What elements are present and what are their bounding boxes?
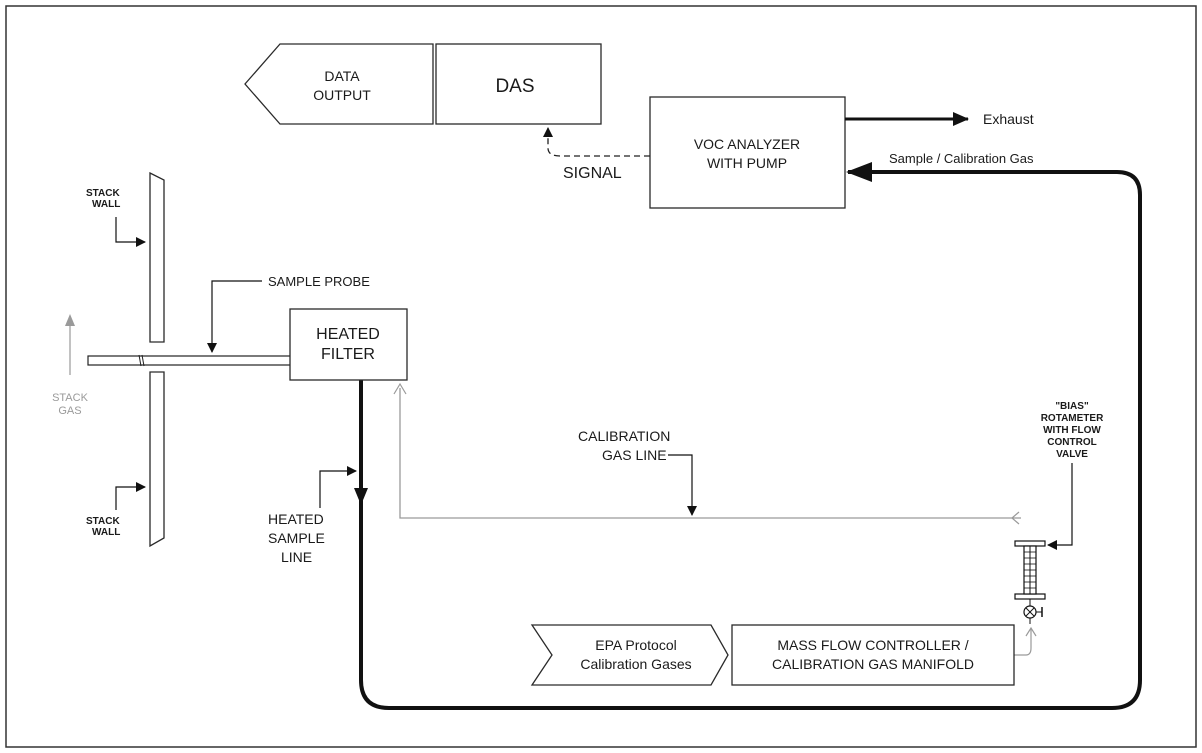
bias-rotameter-label-line2: ROTAMETER — [1041, 413, 1104, 424]
bias-rotameter-label-line4: CONTROL — [1047, 437, 1096, 448]
calibration-line-manifold-connector — [1014, 628, 1032, 656]
calibration-line-arrowhead-filter — [393, 382, 407, 395]
stack-gas-arrowhead — [65, 314, 75, 326]
mass-flow-controller-label-line1: MASS FLOW CONTROLLER / — [777, 637, 968, 653]
stack-gas-label-line1: STACK — [52, 392, 89, 404]
sample-probe-label: SAMPLE PROBE — [268, 274, 370, 289]
sample-probe — [87, 355, 292, 366]
heated-filter-box: HEATED FILTER — [289, 308, 408, 381]
data-output-label-line1: DATA — [324, 68, 360, 84]
sample-calibration-gas-label: Sample / Calibration Gas — [889, 151, 1034, 166]
heated-sample-line-label-line1: HEATED — [268, 511, 324, 527]
probe-joint-mark — [141, 354, 145, 367]
heated-line-down-arrowhead — [354, 488, 368, 505]
sample-probe-pointer — [207, 280, 262, 353]
rotameter-icon — [1014, 540, 1046, 606]
data-output-shape: DATA OUTPUT — [244, 43, 434, 125]
calibration-gas-line — [399, 388, 1021, 519]
heated-filter-label-line2: FILTER — [321, 346, 375, 363]
das-label: DAS — [495, 76, 534, 97]
flow-control-valve-icon — [1023, 605, 1043, 624]
bias-rotameter-label-line3: WITH FLOW — [1043, 425, 1101, 436]
page-frame — [5, 5, 1197, 748]
stack-wall-bottom-pointer — [115, 482, 146, 510]
voc-analyzer-label-line2: WITH PUMP — [707, 155, 787, 171]
stack-wall-bottom-label-line2: WALL — [92, 527, 120, 538]
voc-analyzer-label-line1: VOC ANALYZER — [694, 136, 800, 152]
bias-rotameter-pointer — [1047, 463, 1073, 550]
sample-gas-inlet-arrowhead — [846, 162, 872, 182]
mass-flow-controller-box: MASS FLOW CONTROLLER / CALIBRATION GAS M… — [731, 624, 1015, 686]
epa-protocol-label-line2: Calibration Gases — [580, 656, 691, 672]
signal-label: SIGNAL — [563, 165, 622, 182]
mass-flow-controller-label-line2: CALIBRATION GAS MANIFOLD — [772, 656, 974, 672]
epa-protocol-shape: EPA Protocol Calibration Gases — [530, 624, 729, 686]
stack-wall-top-label-line1: STACK — [86, 188, 120, 199]
signal-dashed-line — [543, 127, 650, 157]
probe-joint-mark — [138, 354, 142, 367]
calibration-gas-line-label-line2: GAS LINE — [602, 447, 667, 463]
voc-analyzer-box: VOC ANALYZER WITH PUMP — [649, 96, 846, 209]
bias-rotameter-label-line5: VALVE — [1056, 449, 1088, 460]
calibration-gas-line-label-line1: CALIBRATION — [578, 428, 670, 444]
stack-wall-top — [149, 171, 165, 343]
heated-sample-line-loop — [359, 170, 1142, 710]
stack-wall-top-label-line2: WALL — [92, 199, 120, 210]
heated-sample-line-pointer — [319, 466, 357, 508]
stack-gas-label-line2: GAS — [58, 405, 81, 417]
heated-filter-label-line1: HEATED — [316, 326, 380, 343]
calibration-line-arrowhead-rotameter — [1011, 511, 1020, 525]
calibration-gas-line-pointer — [668, 454, 697, 516]
stack-wall-bottom-label-line1: STACK — [86, 516, 120, 527]
stack-wall-top-pointer — [115, 217, 146, 247]
bias-rotameter-label-line1: "BIAS" — [1055, 401, 1089, 412]
epa-protocol-label-line1: EPA Protocol — [595, 637, 676, 653]
heated-sample-line-label-line2: SAMPLE — [268, 530, 325, 546]
stack-wall-bottom — [149, 371, 165, 548]
das-box: DAS — [435, 43, 602, 125]
exhaust-label: Exhaust — [983, 111, 1034, 127]
heated-sample-line-label-line3: LINE — [281, 549, 312, 565]
data-output-label-line2: OUTPUT — [313, 87, 371, 103]
